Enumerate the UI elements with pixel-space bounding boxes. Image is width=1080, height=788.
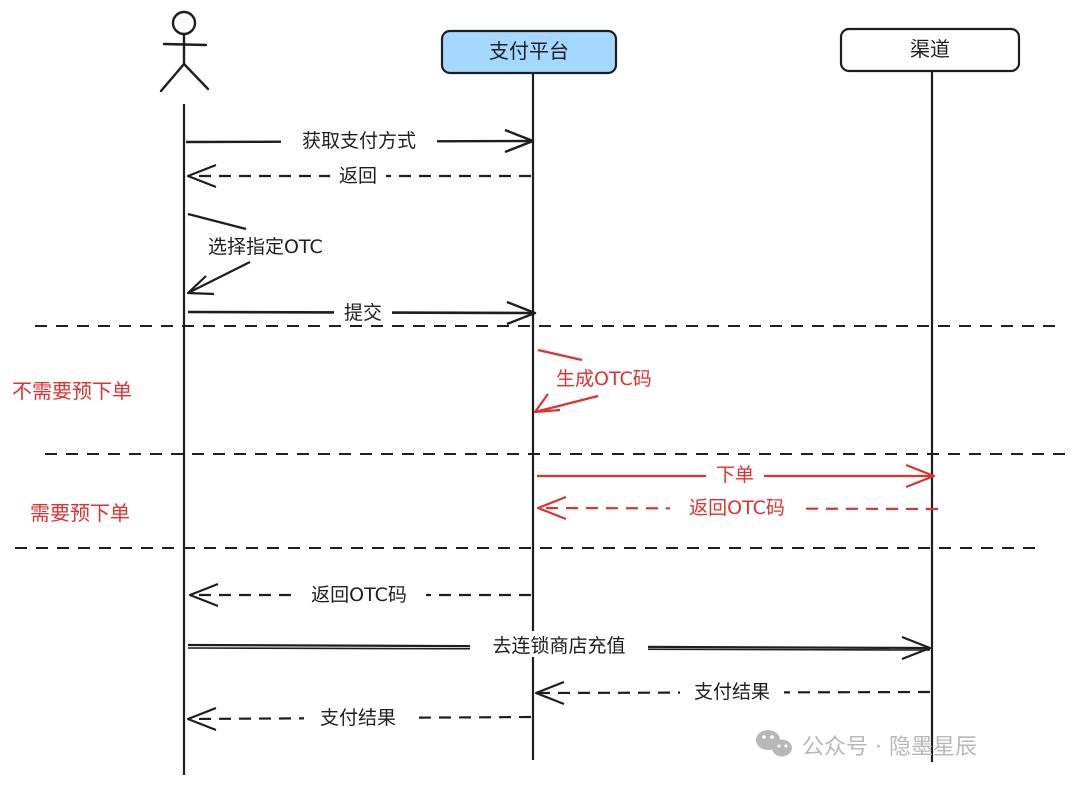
message-place-order-label: 下单 xyxy=(716,464,754,486)
section-label-no-preorder: 不需要预下单 xyxy=(12,379,132,403)
message-generate-otc: 生成OTC码 xyxy=(533,348,652,414)
participant-channel-label: 渠道 xyxy=(910,37,950,61)
user-actor-icon xyxy=(159,10,210,93)
message-select-otc-label: 选择指定OTC xyxy=(208,236,323,258)
participant-platform-label: 支付平台 xyxy=(489,39,569,63)
message-go-to-store: 去连锁商店充值 xyxy=(187,631,932,661)
message-get-payment-methods-label: 获取支付方式 xyxy=(302,130,416,152)
message-pay-result-channel: 支付结果 xyxy=(534,677,931,706)
message-place-order: 下单 xyxy=(537,460,936,489)
participant-platform: 支付平台 xyxy=(440,29,618,75)
message-pay-result-user-label: 支付结果 xyxy=(320,707,396,729)
participant-channel: 渠道 xyxy=(839,27,1021,73)
watermark: 公众号 · 隐墨星辰 xyxy=(756,730,977,760)
message-return-otc-to-user-label: 返回OTC码 xyxy=(311,584,407,606)
message-submit: 提交 xyxy=(187,298,537,326)
message-pay-result-channel-label: 支付结果 xyxy=(694,681,770,703)
message-generate-otc-label: 生成OTC码 xyxy=(556,368,652,390)
message-select-otc: 选择指定OTC xyxy=(186,212,323,296)
section-label-preorder: 需要预下单 xyxy=(30,501,130,525)
message-get-payment-methods: 获取支付方式 xyxy=(185,126,535,154)
message-return-otc-from-channel: 返回OTC码 xyxy=(536,493,939,521)
wechat-icon xyxy=(756,730,792,757)
message-return-1: 返回 xyxy=(186,161,531,189)
message-return-otc-to-user: 返回OTC码 xyxy=(188,580,531,608)
message-go-to-store-label: 去连锁商店充值 xyxy=(492,635,625,657)
watermark-text: 公众号 · 隐墨星辰 xyxy=(802,735,977,760)
message-pay-result-user: 支付结果 xyxy=(186,703,532,732)
message-submit-label: 提交 xyxy=(344,302,382,324)
message-return-1-label: 返回 xyxy=(339,165,377,187)
message-return-otc-from-channel-label: 返回OTC码 xyxy=(689,497,785,519)
